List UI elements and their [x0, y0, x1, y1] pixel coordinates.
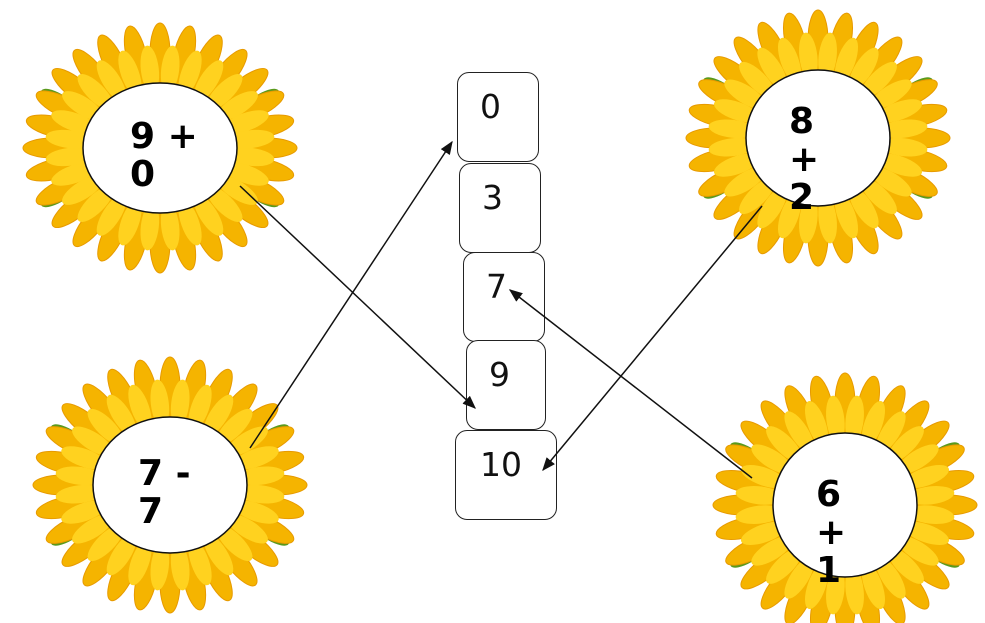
- sunflower-bottom-left: [32, 356, 308, 614]
- expression-top-right: 8 + 2: [789, 101, 820, 218]
- answer-label: 0: [480, 87, 501, 126]
- answer-label: 7: [486, 267, 507, 306]
- expression-top-left: 9 + 0: [130, 116, 198, 195]
- sunflower-bottom-right: [712, 372, 978, 623]
- answer-box-9: 9: [466, 340, 546, 430]
- answer-box-0: 0: [457, 72, 539, 162]
- sunflower-top-right: [685, 9, 951, 267]
- expression-bottom-right: 6 + 1: [816, 474, 847, 591]
- answer-box-3: 3: [459, 163, 541, 253]
- answer-label: 9: [489, 355, 510, 394]
- answer-label: 3: [482, 178, 503, 217]
- answer-label: 10: [480, 445, 522, 484]
- expression-bottom-left: 7 - 7: [138, 453, 191, 532]
- answer-box-10: 10: [455, 430, 557, 520]
- answer-box-7: 7: [463, 252, 545, 342]
